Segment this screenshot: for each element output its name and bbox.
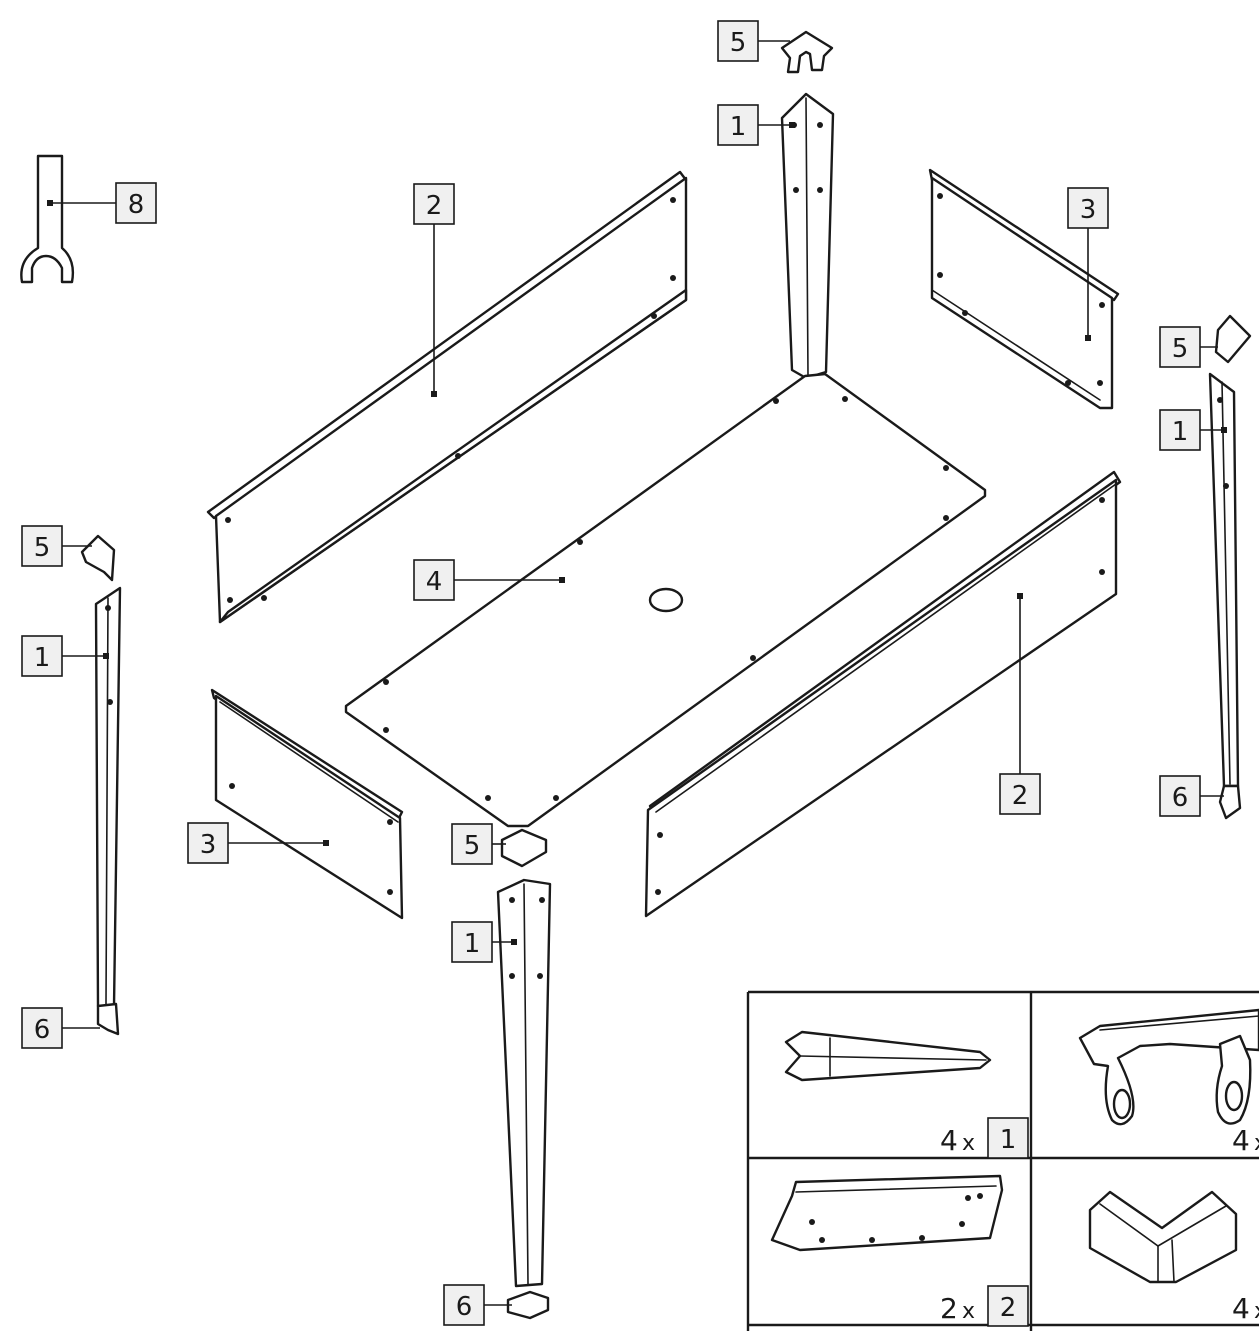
- svg-text:5: 5: [464, 831, 481, 861]
- callout-4: 4: [413, 559, 455, 601]
- svg-text:5: 5: [730, 28, 747, 58]
- svg-text:1: 1: [1000, 1125, 1017, 1155]
- callout-1-front: 1: [451, 921, 493, 963]
- callout-6-left: 6: [21, 1007, 63, 1049]
- leader-dots: [47, 122, 1227, 945]
- wrench-part: [20, 154, 75, 284]
- callout-3-front: 3: [187, 822, 229, 864]
- callout-8: 8: [115, 182, 157, 224]
- svg-text:x: x: [1254, 1131, 1259, 1156]
- svg-text:6: 6: [34, 1015, 51, 1045]
- callout-3-back: 3: [1067, 187, 1109, 229]
- callout-1-top: 1: [717, 104, 759, 146]
- long-panel-back: [206, 170, 688, 624]
- short-panel-front: [210, 688, 404, 920]
- svg-text:4: 4: [1232, 1292, 1250, 1325]
- svg-text:3: 3: [200, 830, 217, 860]
- leg-foot-right: [1218, 784, 1242, 820]
- leg-front: [496, 878, 552, 1288]
- svg-text:4: 4: [940, 1124, 958, 1157]
- leg-foot-left: [96, 1002, 120, 1036]
- svg-text:2: 2: [940, 1292, 958, 1325]
- table-cell-corner-cap: 4 x: [1088, 1190, 1259, 1325]
- callout-5-left: 5: [21, 525, 63, 567]
- callout-5-right: 5: [1159, 326, 1201, 368]
- callout-2-front: 2: [999, 773, 1041, 815]
- corner-bracket-right: [1214, 314, 1252, 364]
- svg-text:1: 1: [34, 643, 51, 673]
- corner-bracket-left: [80, 534, 116, 582]
- callout-6-front: 6: [443, 1284, 485, 1326]
- svg-text:2: 2: [1000, 1293, 1017, 1323]
- svg-text:6: 6: [1172, 783, 1189, 813]
- callout-6-right: 6: [1159, 775, 1201, 817]
- leg-right: [1208, 372, 1240, 788]
- svg-text:1: 1: [730, 112, 747, 142]
- svg-text:4: 4: [426, 567, 443, 597]
- svg-text:8: 8: [128, 190, 145, 220]
- svg-text:x: x: [962, 1299, 975, 1324]
- callout-1-left: 1: [21, 635, 63, 677]
- svg-text:1: 1: [1172, 417, 1189, 447]
- table-cell-leg: 4 x 1: [784, 1030, 1029, 1159]
- leader-lines: [50, 40, 1224, 1306]
- bottom-board: [344, 372, 987, 828]
- leg-left: [94, 586, 122, 1008]
- svg-text:3: 3: [1080, 195, 1097, 225]
- leg-foot-front: [506, 1290, 550, 1320]
- table-cell-panel: 2 x 2: [770, 1174, 1029, 1327]
- svg-text:4: 4: [1232, 1124, 1250, 1157]
- callout-1-right: 1: [1159, 409, 1201, 451]
- long-panel-front: [644, 470, 1122, 918]
- svg-text:5: 5: [1172, 334, 1189, 364]
- svg-text:x: x: [962, 1131, 975, 1156]
- table-cell-bracket: 4 x: [1078, 1008, 1259, 1157]
- svg-text:1: 1: [464, 929, 481, 959]
- leg-back: [780, 92, 835, 380]
- corner-bracket-top: [780, 30, 834, 74]
- svg-text:2: 2: [426, 191, 443, 221]
- callout-5-top: 5: [717, 20, 759, 62]
- svg-text:2: 2: [1012, 781, 1029, 811]
- callout-5-front: 5: [451, 823, 493, 865]
- short-panel-back: [928, 168, 1120, 410]
- callout-2-back: 2: [413, 183, 455, 225]
- corner-bracket-front: [500, 828, 548, 868]
- svg-text:5: 5: [34, 533, 51, 563]
- svg-text:x: x: [1254, 1299, 1259, 1324]
- svg-text:6: 6: [456, 1292, 473, 1322]
